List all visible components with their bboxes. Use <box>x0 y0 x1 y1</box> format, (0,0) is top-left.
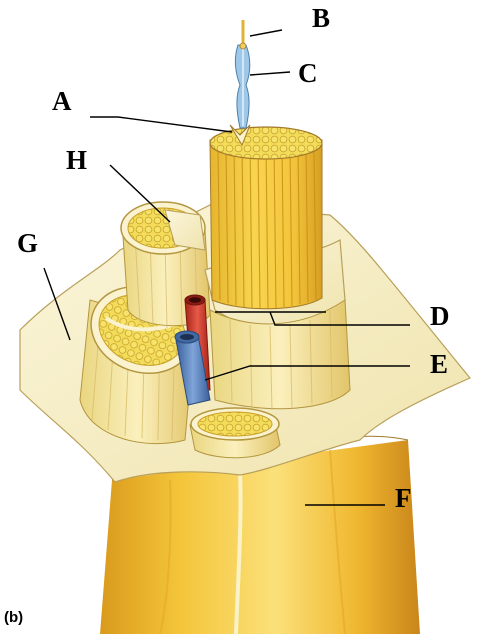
leader-line-c <box>250 72 290 75</box>
label-h: H <box>66 147 87 174</box>
label-a: A <box>52 88 72 115</box>
central-fascicle <box>210 125 322 309</box>
fascicle-small <box>190 408 280 458</box>
leader-line-a <box>90 117 232 132</box>
muscle-fiber <box>235 45 249 128</box>
myofibril <box>240 20 246 49</box>
label-g: G <box>17 230 38 257</box>
label-b: B <box>312 5 330 32</box>
label-f: F <box>395 485 412 512</box>
panel-label: (b) <box>4 609 23 626</box>
label-d: D <box>430 303 450 330</box>
label-e: E <box>430 351 448 378</box>
label-c: C <box>298 60 318 87</box>
leader-line-b <box>250 30 282 36</box>
